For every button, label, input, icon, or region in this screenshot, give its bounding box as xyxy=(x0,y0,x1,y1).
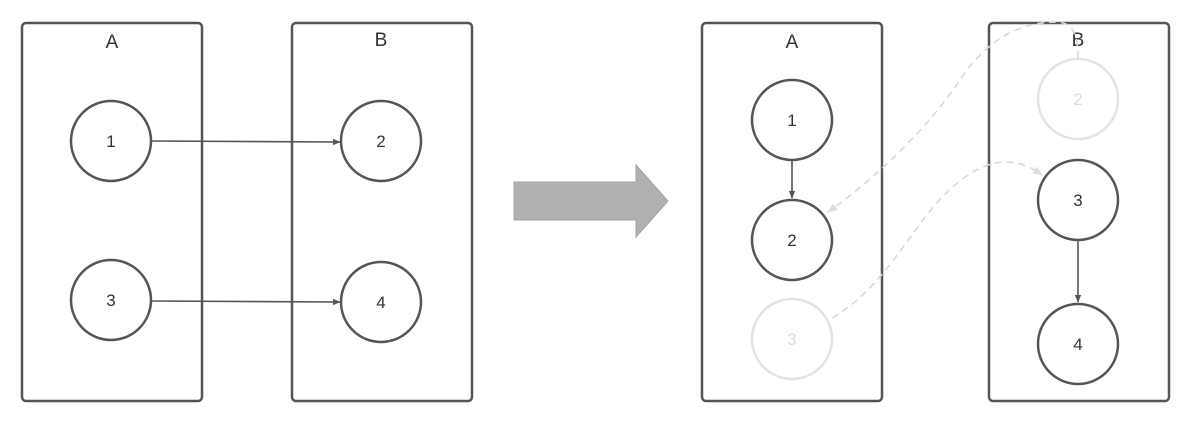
after-node-1-label: 1 xyxy=(787,111,796,130)
before-panel-b: B xyxy=(290,21,474,403)
before-state: A B 1 3 2 4 xyxy=(20,21,474,403)
before-node-2-label: 2 xyxy=(376,132,385,151)
before-panel-a: A xyxy=(20,21,204,403)
after-ghost-node-3-label: 3 xyxy=(787,330,796,349)
after-node-4-label: 4 xyxy=(1073,335,1082,354)
after-node-1: 1 xyxy=(750,78,834,162)
after-ghost-node-2-label: 2 xyxy=(1073,90,1082,109)
after-node-3-label: 3 xyxy=(1073,191,1082,210)
after-panel-b-title: B xyxy=(1072,30,1085,51)
before-panel-b-title: B xyxy=(375,30,388,51)
before-node-4: 4 xyxy=(339,260,423,344)
after-ghost-node-3: 3 xyxy=(750,297,834,381)
after-ghost-node-2: 2 xyxy=(1036,57,1120,141)
before-edge-1-to-2 xyxy=(150,138,341,146)
before-node-2: 2 xyxy=(339,99,423,183)
before-node-4-label: 4 xyxy=(376,293,385,312)
transition-arrow-icon xyxy=(513,163,669,239)
before-panel-b-box xyxy=(290,21,474,403)
after-node-3: 3 xyxy=(1036,158,1120,242)
after-panel-a-title: A xyxy=(786,32,799,53)
after-node-2-label: 2 xyxy=(787,231,796,250)
migration-edge-2-to-a xyxy=(827,21,1079,213)
migration-edge-3-to-b xyxy=(831,161,1043,319)
after-state: A B 3 2 1 2 3 xyxy=(700,21,1171,403)
after-node-2: 2 xyxy=(750,198,834,282)
before-edge-3-to-4 xyxy=(150,298,341,306)
before-node-3-label: 3 xyxy=(106,291,115,310)
before-panel-a-title: A xyxy=(106,32,119,53)
before-node-1: 1 xyxy=(69,99,153,183)
before-node-1-label: 1 xyxy=(106,132,115,151)
before-node-3: 3 xyxy=(69,258,153,342)
before-panel-a-box xyxy=(20,21,204,403)
after-node-4: 4 xyxy=(1036,302,1120,386)
